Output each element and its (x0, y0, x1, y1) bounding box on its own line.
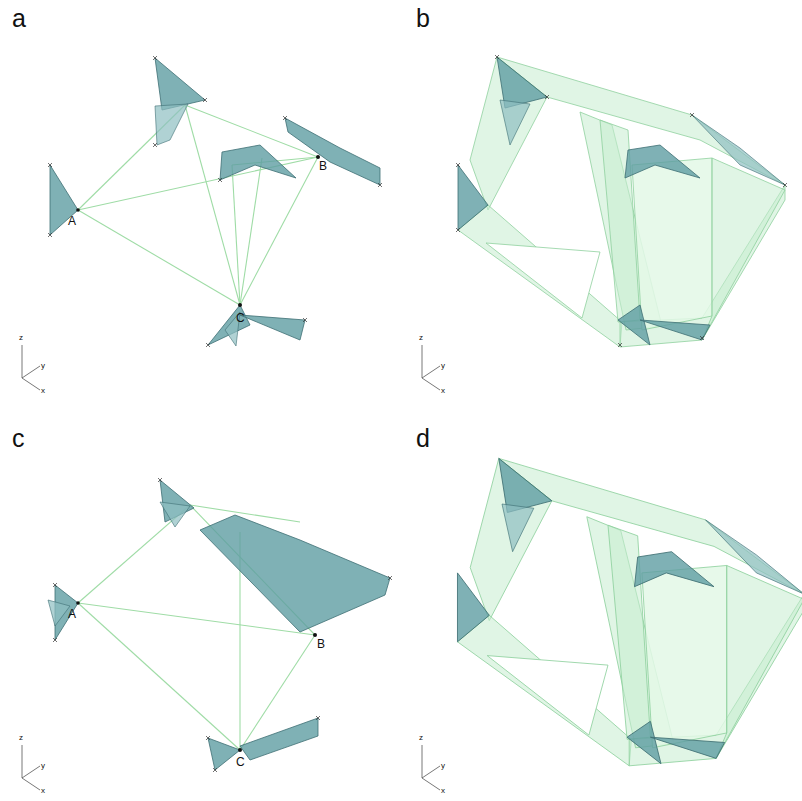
panel-c-art (48, 478, 392, 772)
panel-a-art (48, 56, 382, 347)
axis-label: z (19, 334, 23, 342)
axis-label: x (441, 387, 445, 395)
axis-label: z (419, 334, 423, 342)
panel-d-art (457, 458, 802, 765)
panel-b-art (458, 57, 785, 347)
axis-label: x (41, 387, 45, 395)
axis-label: y (441, 362, 445, 370)
point-label: C (236, 312, 245, 324)
point-label: A (68, 215, 76, 227)
axis-label: x (41, 787, 45, 795)
axis-label: z (419, 734, 423, 742)
point-label: B (317, 638, 325, 650)
axis-triads (22, 345, 440, 790)
axis-label: x (441, 787, 445, 795)
point-label: C (236, 756, 245, 768)
point-label: B (319, 160, 327, 172)
axis-label: z (19, 734, 23, 742)
axis-label: y (441, 762, 445, 770)
point-label: A (68, 608, 76, 620)
axis-label: y (41, 762, 45, 770)
panel-letter: c (12, 426, 25, 451)
panel-letter: d (416, 426, 430, 451)
panel-letter: a (12, 6, 26, 31)
axis-label: y (41, 362, 45, 370)
panel-letter: b (416, 6, 430, 31)
